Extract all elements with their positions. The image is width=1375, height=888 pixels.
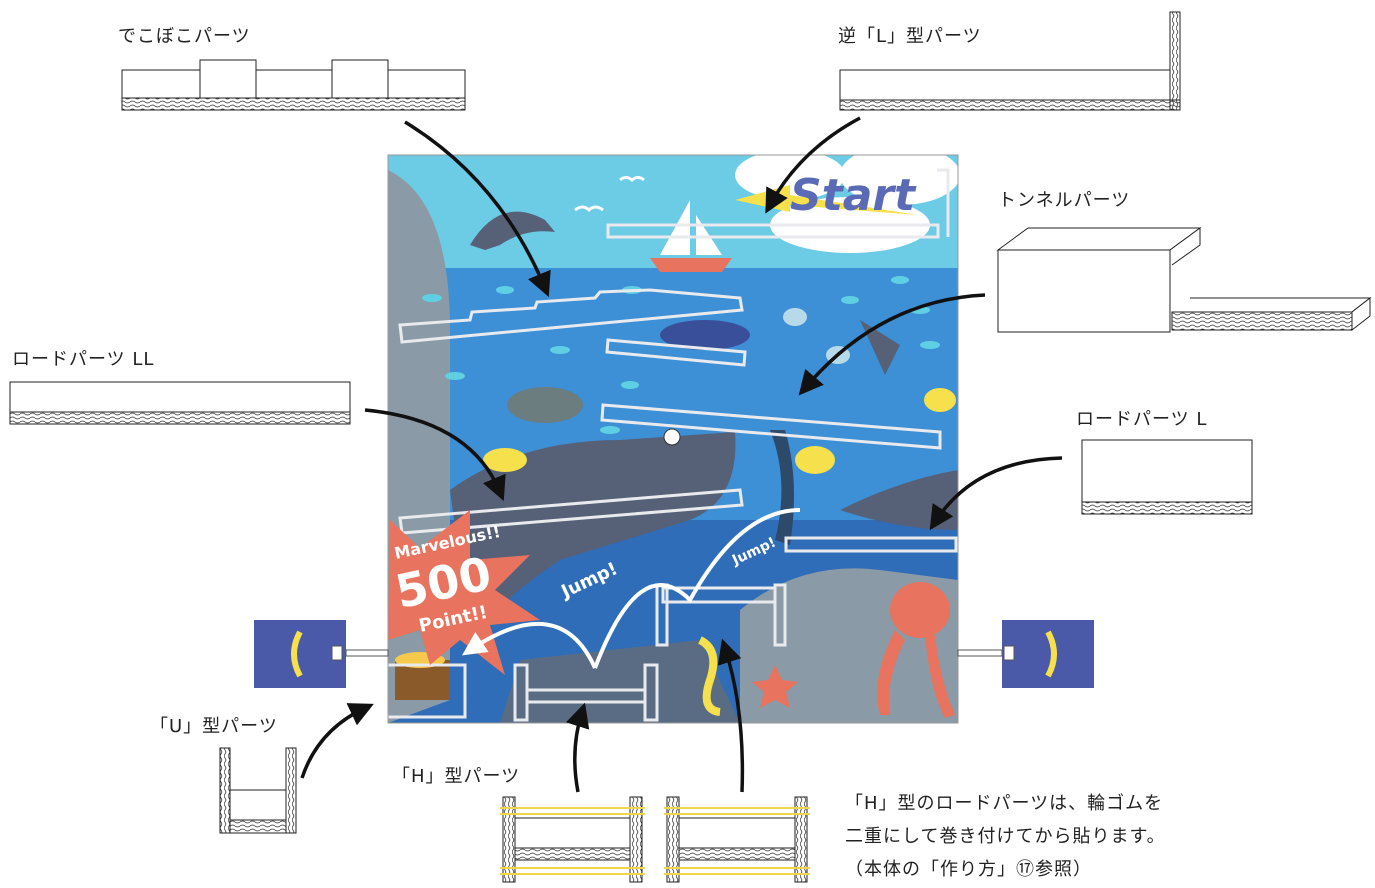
label-reverse-l: 逆「L」型パーツ bbox=[838, 26, 982, 47]
yellow-fish bbox=[483, 448, 527, 472]
starfish bbox=[752, 665, 798, 708]
note-line1: 「H」型のロードパーツは、輪ゴムを bbox=[845, 793, 1164, 814]
pointer-arrows bbox=[300, 116, 1063, 793]
jump-arc-1 bbox=[462, 621, 597, 669]
game-board: Start Marvelous!! 500 Point!! Jum bbox=[388, 155, 958, 723]
arrow-reverse-l bbox=[765, 116, 861, 214]
turtle bbox=[507, 387, 583, 423]
arrow-road-l bbox=[929, 456, 1063, 531]
reverse-l-part-drawing bbox=[839, 11, 1181, 111]
dekoboko-part-drawing bbox=[121, 59, 466, 111]
h-type-part-drawing-2 bbox=[664, 796, 810, 883]
label-u-type: 「U」型パーツ bbox=[150, 716, 278, 737]
arrow-dekoboko bbox=[404, 120, 551, 298]
label-h-type: 「H」型パーツ bbox=[392, 766, 521, 787]
arrow-h-type-1 bbox=[565, 702, 590, 793]
manta bbox=[860, 320, 900, 375]
arrow-u-type bbox=[300, 703, 374, 779]
whale bbox=[450, 432, 736, 640]
left-flipper bbox=[254, 620, 389, 688]
dolphin bbox=[470, 211, 555, 250]
seagull bbox=[574, 205, 604, 213]
seahorse bbox=[697, 636, 721, 716]
arrow-tunnel bbox=[798, 293, 986, 396]
note-line2: 二重にして巻き付けてから貼ります。 bbox=[845, 826, 1166, 847]
sailboat bbox=[650, 200, 732, 272]
shark bbox=[840, 470, 958, 530]
right-flipper bbox=[957, 620, 1094, 688]
tunnel-part-drawing bbox=[996, 227, 1372, 333]
ray bbox=[660, 320, 750, 350]
seaweed bbox=[770, 430, 794, 545]
ball bbox=[663, 428, 681, 446]
label-road-ll: ロードパーツ LL bbox=[12, 349, 155, 370]
note-line3: （本体の「作り方」⑰参照） bbox=[845, 859, 1092, 880]
jump-arc-2 bbox=[593, 508, 801, 669]
label-road-l: ロードパーツ L bbox=[1076, 409, 1208, 430]
road-l-part-drawing bbox=[1081, 439, 1253, 515]
start-text: Start bbox=[790, 170, 917, 221]
u-type-part-drawing bbox=[219, 747, 297, 834]
h-type-note: 「H」型のロードパーツは、輪ゴムを 二重にして巻き付けてから貼ります。 （本体の… bbox=[845, 787, 1166, 886]
arrow-h-type-2 bbox=[717, 638, 745, 793]
octopus bbox=[877, 582, 955, 718]
points-burst bbox=[388, 510, 540, 675]
arrow-road-ll bbox=[364, 408, 506, 502]
label-tunnel: トンネルパーツ bbox=[998, 190, 1131, 211]
h-type-part-drawing-1 bbox=[500, 796, 645, 883]
label-dekoboko: でこぼこパーツ bbox=[118, 26, 251, 47]
road-ll-part-drawing bbox=[9, 381, 351, 425]
